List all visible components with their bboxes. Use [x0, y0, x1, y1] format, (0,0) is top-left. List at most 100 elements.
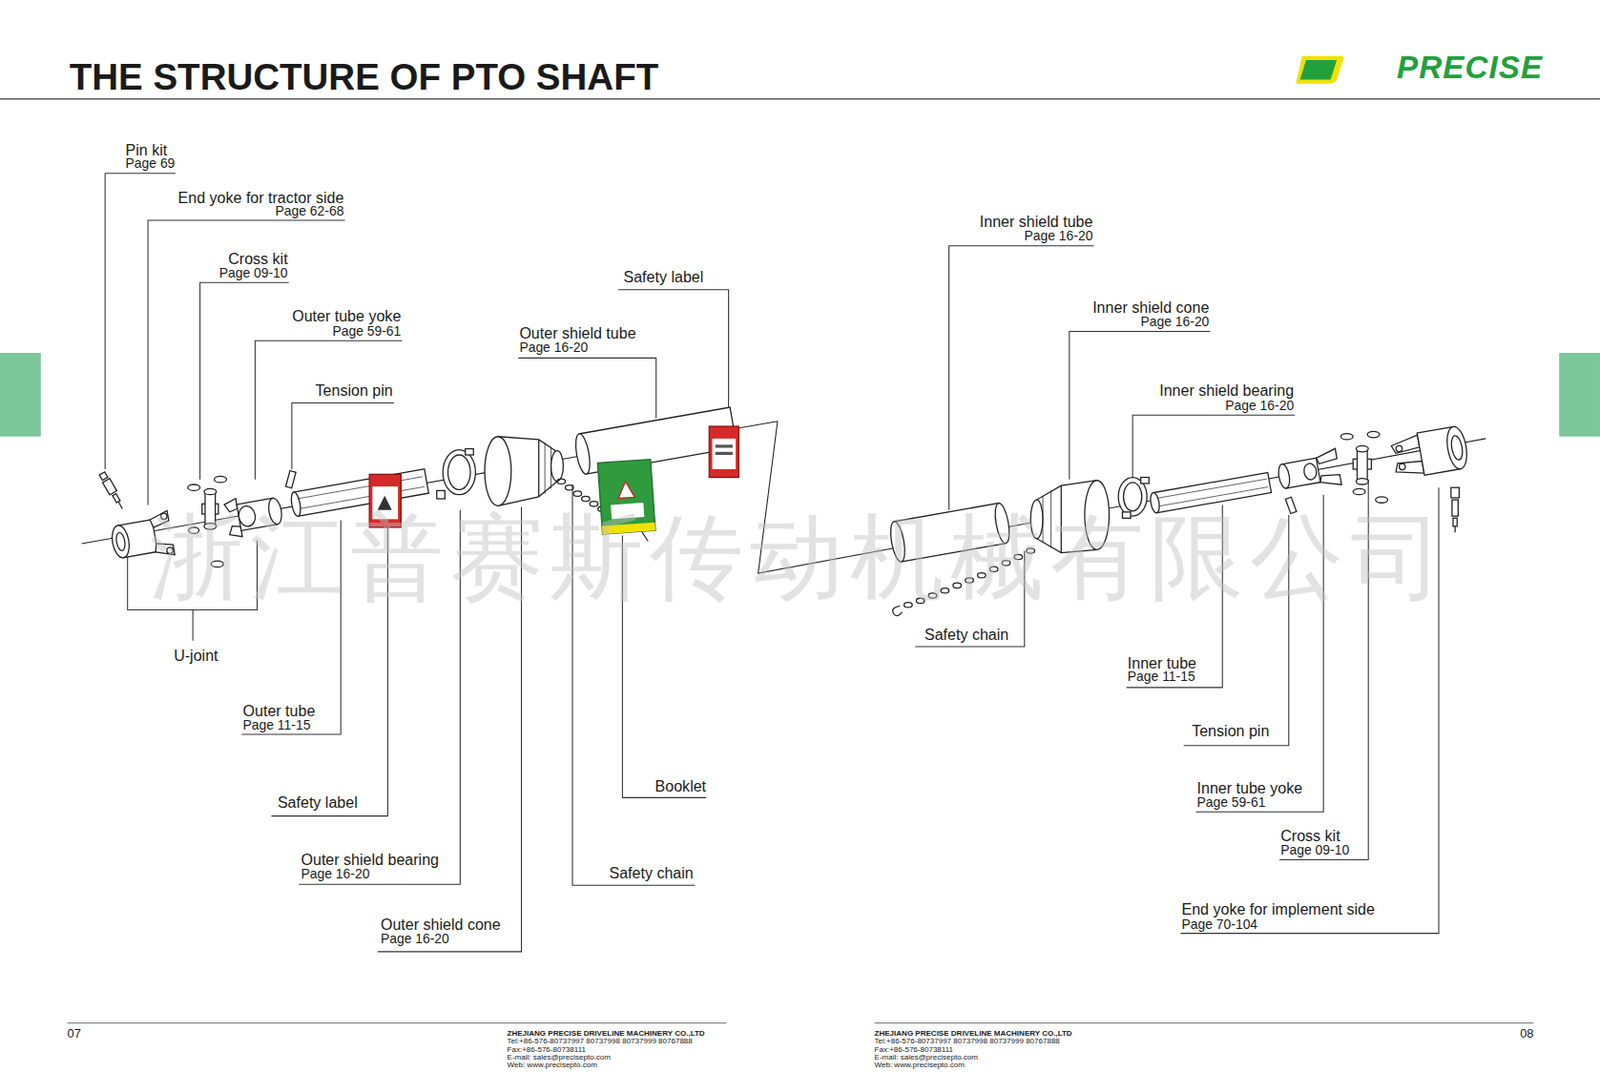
end-yoke: [109, 524, 132, 561]
leader-line: [147, 220, 345, 505]
part-name: End yoke for implement side: [1181, 901, 1374, 917]
safety-label-sticker: [715, 444, 733, 448]
page-ref: Page 11-15: [1127, 669, 1196, 684]
cross-kit: [1355, 445, 1369, 452]
part-name: Inner tube yoke: [1197, 780, 1304, 796]
page-ref: Page 16-20: [301, 867, 371, 881]
outer-shield-cone: [551, 451, 564, 482]
page-ref: Page 59-61: [332, 324, 401, 338]
pin-kit: [1451, 487, 1460, 499]
end-yoke: [1390, 435, 1420, 455]
cross-kit: [214, 476, 228, 482]
inner-tube-yoke: [1314, 448, 1337, 464]
part-name: Inner tube: [1127, 654, 1197, 670]
leader-line: [1069, 332, 1211, 480]
inner-tube: [1148, 472, 1271, 514]
leader-line: [291, 402, 395, 470]
page-ref: Page 62-68: [275, 204, 345, 218]
safety-label-sticker: [377, 496, 393, 511]
outer-shield-cone: [550, 446, 552, 489]
page-frame: [67, 1022, 728, 1024]
part-name: Pin kit: [125, 141, 168, 157]
booklet: [617, 480, 635, 499]
part-name: Inner shield bearing: [1159, 382, 1294, 398]
cross-kit: [1375, 497, 1389, 503]
inner-tube: [1153, 472, 1272, 513]
end-yoke: [1390, 425, 1471, 481]
cross-kit: [1367, 431, 1380, 437]
pin-kit: [1453, 518, 1457, 527]
cross-kit: [187, 484, 201, 491]
outer-shield-bearing: [448, 455, 472, 490]
outer-shield-cone: [484, 436, 563, 507]
outer-shield-bearing: [436, 490, 446, 499]
logo-icon: [1300, 60, 1338, 80]
pin-kit: [103, 478, 118, 496]
safety-chain: [893, 605, 903, 616]
pin-kit: [112, 494, 121, 504]
footer-text: Web: www.precisepto.com: [874, 1060, 965, 1069]
outer-shield-bearing: [436, 449, 477, 499]
outer-tube: [293, 469, 429, 517]
leader-line: [192, 610, 194, 642]
leader-line: [254, 340, 402, 479]
safety-chain: [589, 501, 599, 507]
cross-kit: [204, 488, 217, 495]
end-yoke: [1450, 435, 1465, 461]
part-name: Tension pin: [1191, 723, 1269, 739]
tension-pin: [285, 471, 296, 489]
pin-kit: [1451, 487, 1460, 533]
part-name: U-joint: [173, 647, 218, 664]
safety-chain: [565, 485, 575, 491]
end-yoke: [1444, 425, 1471, 472]
inner-tube: [1157, 478, 1268, 499]
part-name: Cross kit: [1280, 828, 1340, 844]
part-name: Booklet: [655, 778, 707, 794]
leader-line: [200, 282, 290, 479]
logo-icon: [1295, 56, 1344, 84]
footer-text: Tel:+86-576-80737997 80737998 80737999 8…: [507, 1038, 693, 1046]
safety-label-sticker: [708, 426, 739, 478]
safety-label-sticker: [712, 438, 737, 470]
part-name: Safety label: [277, 794, 358, 811]
safety-chain: [557, 478, 566, 484]
cross-kit: [1340, 431, 1388, 503]
page-number: 07: [67, 1027, 82, 1040]
part-name: Inner shield tube: [979, 213, 1094, 229]
cross-kit: [1340, 434, 1353, 440]
safety-label-sticker: [708, 426, 739, 478]
page-ref: Page 16-20: [380, 932, 450, 946]
page-ref: Page 09-10: [1280, 843, 1350, 857]
footer-text: Fax:+86-576-80738111: [507, 1045, 586, 1054]
page-ref: Page 59-61: [1197, 795, 1267, 810]
cross-kit: [1356, 449, 1368, 482]
outer-shield-cone: [544, 442, 546, 494]
page-ref: Page 11-15: [243, 718, 312, 732]
pin-kit: [1454, 526, 1455, 533]
part-name: Safety chain: [608, 865, 693, 881]
safety-label-sticker: [715, 452, 733, 456]
outer-shield-tube: [573, 433, 593, 476]
pin-kit: [98, 471, 126, 511]
inner-tube: [1158, 487, 1268, 507]
end-yoke: [1394, 458, 1425, 478]
watermark: 浙江普赛斯传动机械有限公司: [149, 511, 1451, 605]
part-name: Outer shield bearing: [301, 851, 439, 868]
page-ref: Page 09-10: [219, 266, 289, 280]
end-yoke: [1398, 463, 1406, 471]
part-name: Tension pin: [315, 382, 394, 398]
page-ref: Page 69: [125, 157, 176, 171]
outer-shield-bearing: [442, 450, 476, 496]
brand-logo: PRECISE: [1396, 51, 1543, 84]
inner-shield-bearing: [1123, 482, 1143, 512]
logo-icon: [1295, 56, 1344, 84]
inner-tube-yoke: [1319, 473, 1342, 489]
cross-kit: [1355, 478, 1369, 485]
safety-chain: [581, 496, 591, 501]
inner-shield-bearing: [1141, 477, 1150, 484]
outer-tube: [299, 486, 425, 509]
page-number: 08: [1519, 1027, 1534, 1040]
leader-line: [518, 357, 656, 418]
outer-shield-cone: [538, 439, 540, 498]
